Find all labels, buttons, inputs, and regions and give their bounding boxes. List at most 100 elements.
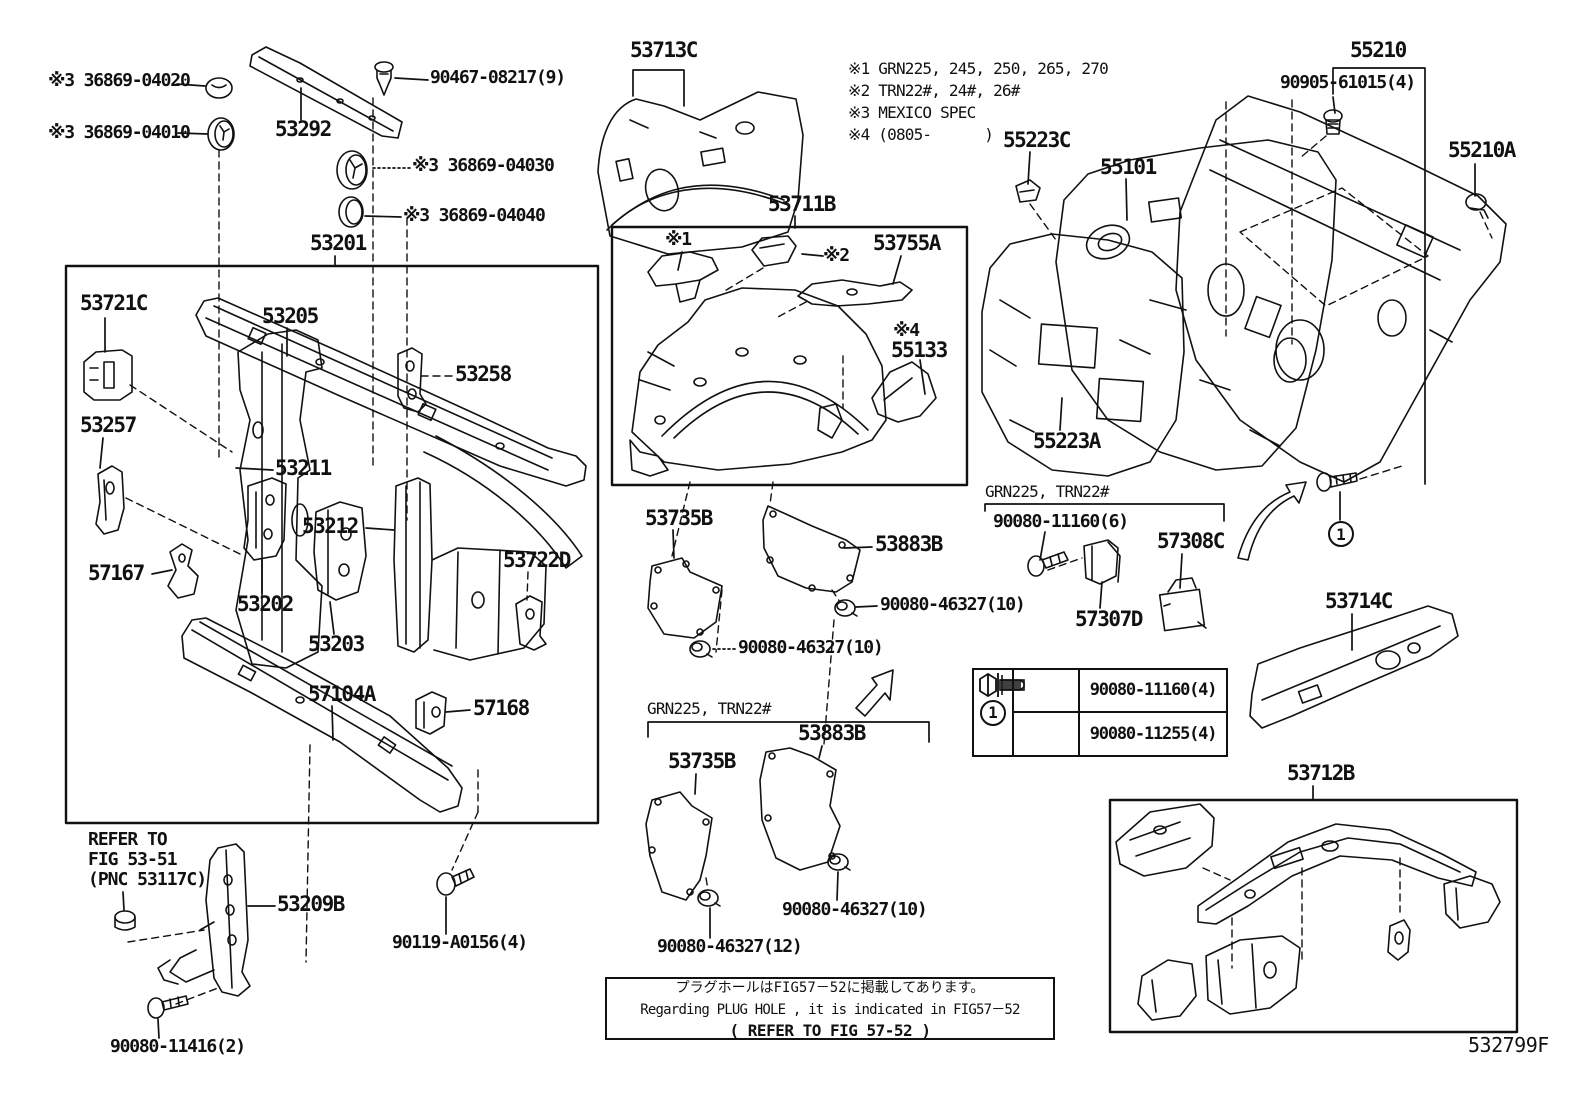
note-line-4: ※4 (0805- ) [848,125,994,144]
part-label-57307D: 57307D [1075,607,1143,631]
applicability-label-1: GRN225, TRN22# [985,482,1109,501]
part-label-90080-46327-c: 90080-46327(10) [782,899,928,920]
part-label-36869-04020: ※3 36869-04020 [48,70,191,91]
part-label-53209B: 53209B [277,892,345,916]
part-label-90080-11160-6: 90080-11160(6) [993,511,1129,532]
part-label-53883B: 53883B [875,532,943,556]
part-label-53883B-2: 53883B [798,721,866,745]
part-53209B-shape [157,843,251,997]
leader-lines [99,67,1476,1039]
part-53883B-shape [762,505,861,593]
part-label-57168: 57168 [473,696,530,720]
clip-note2-icon [751,235,797,267]
part-label-55101: 55101 [1100,155,1157,179]
ref-mark-2: ※2 [823,245,850,266]
grommet-46327-icon [827,853,851,871]
part-53205-shape [195,297,587,569]
part-label-55210: 55210 [1350,38,1407,62]
part-label-57167: 57167 [88,561,145,585]
clip-90467-icon [374,61,394,96]
part-55210-shape [1175,95,1507,483]
grommet-36869-04020-icon [205,77,233,99]
clip-55210A-icon [1465,193,1489,219]
part-57104A-shape [181,617,463,813]
part-label-53201: 53201 [310,231,367,255]
grommet-46327-icon [689,640,713,658]
note-line-3: ※3 MEXICO SPEC [848,103,976,122]
part-label-53735B: 53735B [645,506,713,530]
part-55223A-shape [981,233,1185,477]
part-label-90080-46327-d: 90080-46327(12) [657,936,803,957]
grommet-36869-04030-icon [336,150,368,190]
circled-ref-marker: 1 [1328,521,1354,547]
part-label-53735B-2: 53735B [668,749,736,773]
bolt-washer-icon [979,673,1080,755]
arrow-icon [855,669,894,717]
grommet-46327-icon [697,889,721,907]
part-label-53212: 53212 [302,514,359,538]
part-label-53205: 53205 [262,304,319,328]
part-label-53203: 53203 [308,632,365,656]
part-53713C-shape [597,91,804,255]
part-53202-shape [243,477,287,561]
part-53735B-shape [645,791,713,901]
part-53714C-shape [1249,605,1459,729]
ref-mark-4: ※4 [893,320,920,341]
bracket-note1-shape [647,251,719,303]
part-label-57308C: 57308C [1157,529,1225,553]
note-line-2: ※2 TRN22#, 24#, 26# [848,81,1020,100]
apron-lower-bracket-shape [629,403,843,477]
part-label-55210A: 55210A [1448,138,1516,162]
part-53203-shape [313,501,367,601]
part-53212-shape [393,477,547,661]
grommet-36869-04040-icon [338,196,364,228]
part-55101-shape [1055,139,1337,471]
plug-hole-note-refer: ( REFER TO FIG 57-52 ) [729,1021,931,1040]
part-53258-shape [397,347,427,413]
part-label-53721C: 53721C [80,291,148,315]
part-53257-shape [95,465,125,535]
curved-arrow-icon [1237,481,1307,561]
part-label-36869-04010: ※3 36869-04010 [48,122,191,143]
part-57307D-shape [1083,539,1121,585]
grommet-36869-04010-icon [207,117,235,151]
part-label-53202: 53202 [237,592,294,616]
refer-note-line-2: FIG 53-51 [88,849,178,870]
part-label-90467-08217: 90467-08217(9) [430,67,566,88]
fastener-part-number: 90080-11255(4) [1089,723,1218,744]
part-label-90119-A0156: 90119-A0156(4) [392,932,528,953]
plug-hole-note-japanese: プラグホールはFIG57－52に掲載してあります。 [675,980,985,996]
part-label-53257: 53257 [80,413,137,437]
bolt-90119-icon [436,868,475,896]
applicability-label-2: GRN225, TRN22# [647,699,771,718]
bolt-11160-icon [1027,551,1069,577]
fastener-part-number: 90080-11160(4) [1080,670,1226,713]
part-label-90080-46327-b: 90080-46327(10) [738,637,884,658]
ref-mark-1: ※1 [665,229,692,250]
part-label-36869-04040: ※3 36869-04040 [403,205,546,226]
part-label-53712B: 53712B [1287,761,1355,785]
bolt-90905-icon [1323,109,1343,135]
part-53883B-shape [759,747,841,871]
plug-hole-note: プラグホールはFIG57－52に掲載してあります。 Regarding PLUG… [605,977,1055,1040]
part-53755A-shape [797,279,913,307]
hidden-lines [125,97,1493,1005]
part-53722D-shape [515,595,547,651]
fastener-table-ref-cell: 1 [974,670,1014,755]
part-53292-shape [249,46,403,139]
plug-hole-note-english: Regarding PLUG HOLE , it is indicated in… [640,1002,1020,1018]
part-label-57104A: 57104A [308,682,376,706]
part-label-36869-04030: ※3 36869-04030 [412,155,555,176]
part-57168-shape [415,691,447,735]
part-label-53258: 53258 [455,362,512,386]
part-label-53714C: 53714C [1325,589,1393,613]
part-label-53711B: 53711B [768,192,836,216]
bolt-ref-icon [1316,472,1358,492]
grommet-46327-icon [834,599,858,617]
part-label-55223A: 55223A [1033,429,1101,453]
note-line-1: ※1 GRN225, 245, 250, 265, 270 [848,59,1109,78]
bolt-11416-icon [147,995,189,1019]
circled-ref-marker: 1 [980,699,1006,726]
part-label-53755A: 53755A [873,231,941,255]
